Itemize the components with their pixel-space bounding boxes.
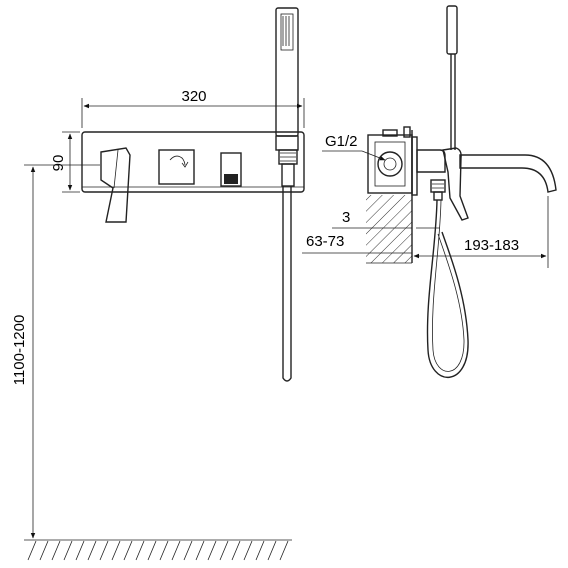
side-hose-connector — [430, 179, 446, 201]
thread-label: G1/2 — [325, 133, 358, 150]
thread-callout: G1/2 — [322, 133, 386, 161]
hose-connector — [278, 149, 298, 187]
mixer-panel — [81, 131, 305, 193]
front-view — [81, 7, 305, 382]
bath-spout — [459, 154, 557, 193]
square-button — [220, 152, 242, 187]
install-height-label: 1100-1200 — [11, 315, 28, 386]
height-dimension: 90 — [50, 131, 80, 193]
gap-label: 3 — [342, 209, 350, 226]
cover-plate — [411, 136, 418, 196]
valve-body — [367, 126, 413, 194]
side-handle-housing — [416, 149, 446, 173]
height-label: 90 — [50, 155, 67, 172]
depth-dimension: 63-73 — [302, 233, 412, 254]
gap-dimension: 3 — [332, 209, 440, 229]
projection-label: 193-183 — [464, 237, 519, 254]
side-shower-rod — [446, 5, 458, 150]
wall-section — [366, 195, 412, 263]
shower-hose — [282, 186, 292, 382]
depth-label: 63-73 — [306, 233, 344, 250]
diverter-knob — [158, 149, 195, 185]
floor-hatch — [24, 539, 292, 561]
hand-shower-head — [275, 7, 299, 151]
side-lever — [442, 147, 469, 221]
lever-handle — [100, 147, 131, 223]
width-label: 320 — [181, 88, 206, 105]
projection-dimension: 193-183 — [413, 196, 549, 268]
side-view — [366, 5, 557, 378]
side-hose-loop — [426, 199, 469, 378]
install-height-dimension: 1100-1200 — [11, 164, 100, 539]
width-dimension: 320 — [81, 88, 305, 128]
